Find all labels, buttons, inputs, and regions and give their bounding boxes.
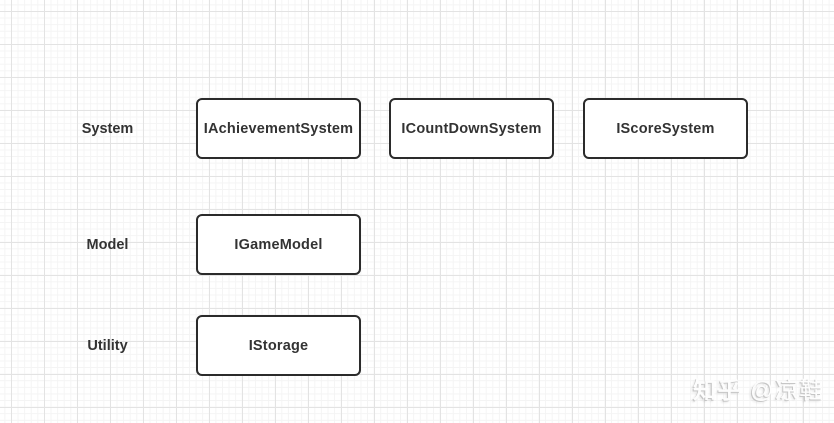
diagram-node-storage: IStorage [196, 315, 361, 376]
zhihu-watermark-brand: 知乎 [693, 377, 743, 403]
row-label-utility: Utility [87, 337, 128, 354]
row-label-model: Model [86, 236, 129, 253]
zhihu-watermark-handle: @凉鞋 [750, 377, 824, 403]
diagram-node-achievement-system: IAchievementSystem [196, 98, 361, 159]
diagram-node-countdown-system: ICountDownSystem [389, 98, 554, 159]
row-label-system: System [81, 120, 134, 137]
diagram-node-game-model: IGameModel [196, 214, 361, 275]
zhihu-watermark: 知乎 @凉鞋 [693, 371, 824, 405]
diagram-node-score-system: IScoreSystem [583, 98, 748, 159]
